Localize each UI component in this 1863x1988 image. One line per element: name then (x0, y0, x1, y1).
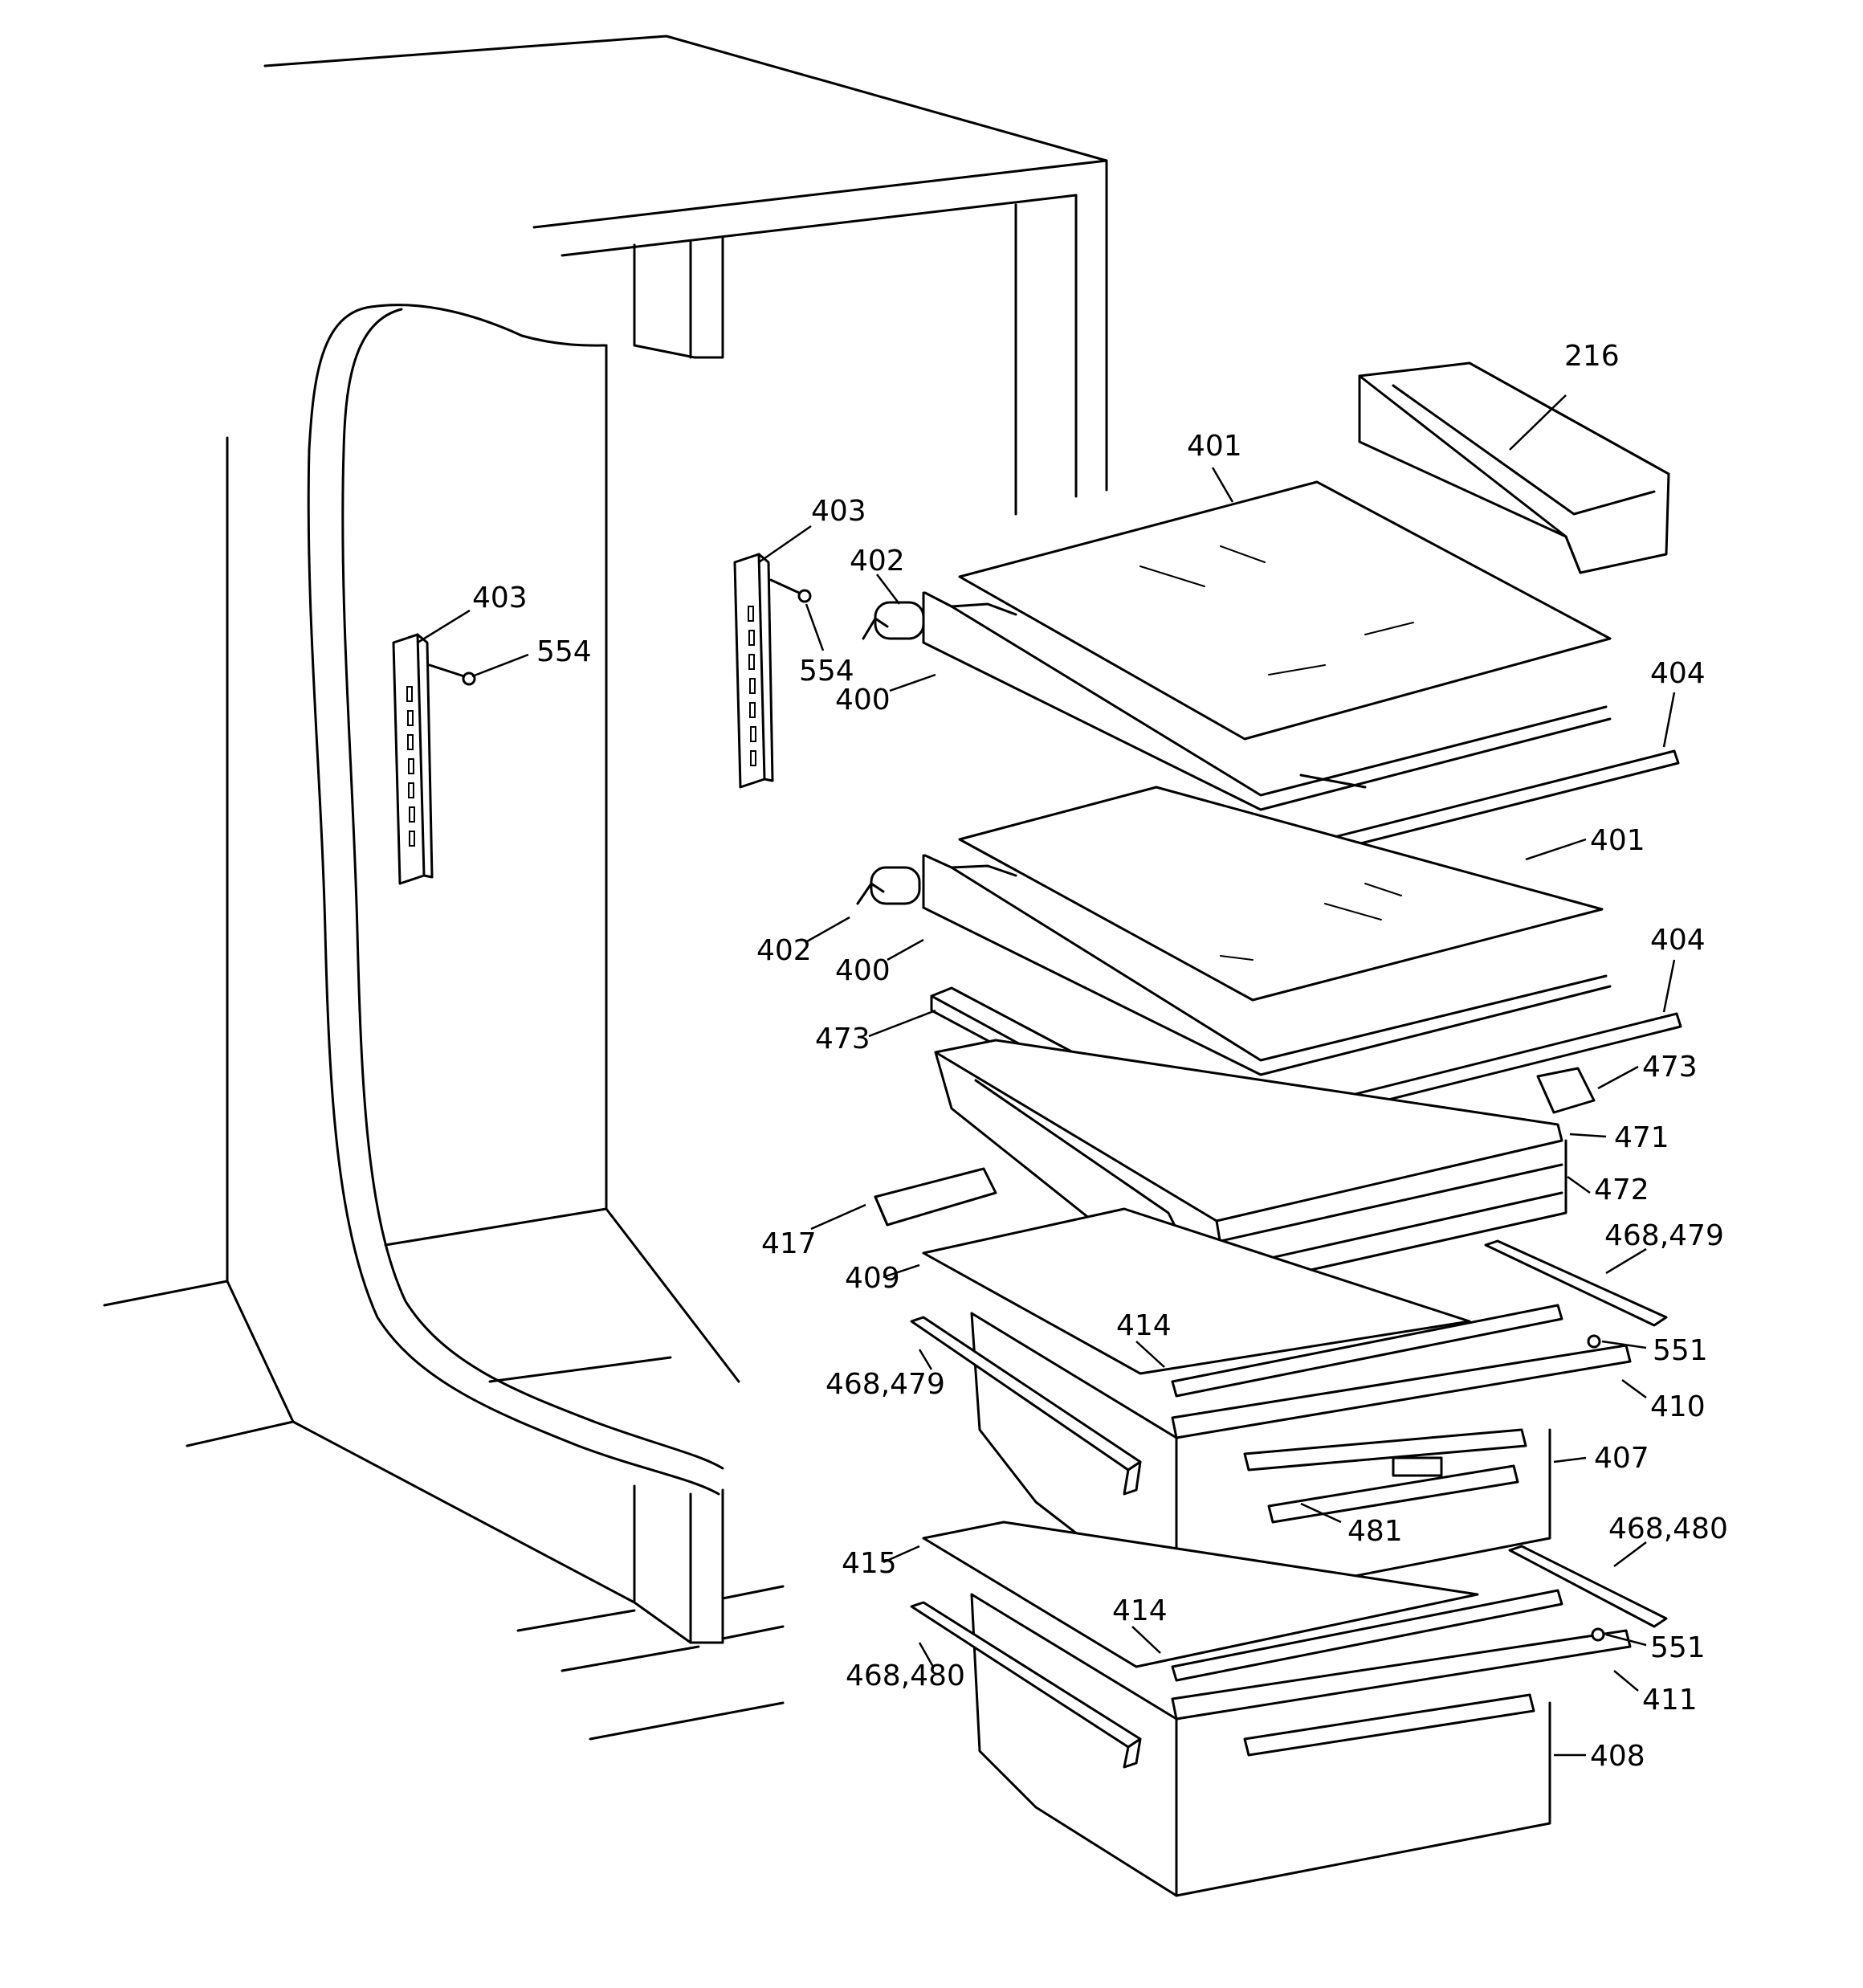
label-472: 472 (1594, 1174, 1649, 1206)
glass-shelf-upper (958, 480, 1612, 741)
crisper-cover-glass-409 (922, 1207, 1471, 1375)
label-551-lower: 551 (1650, 1631, 1706, 1664)
label-404-upper: 404 (1650, 657, 1706, 690)
shelf-bracket-lower (856, 866, 921, 905)
label-417: 417 (761, 1227, 817, 1260)
shelf-frame-lower (922, 854, 1612, 1076)
screw-551-upper (1587, 1334, 1601, 1349)
shelf-support-rail-left (392, 633, 434, 885)
door-bin-216 (1358, 361, 1670, 574)
label-554-left: 554 (536, 635, 592, 668)
label-400-lower: 400 (835, 954, 891, 987)
slide-rail-468-479-left (910, 1316, 1142, 1496)
label-473-left: 473 (815, 1023, 870, 1055)
label-554-right: 554 (799, 655, 854, 688)
label-407: 407 (1594, 1442, 1649, 1475)
label-471: 471 (1614, 1121, 1669, 1154)
label-415: 415 (842, 1547, 897, 1580)
label-400-upper: 400 (835, 684, 891, 716)
shelf-support-rail-right (733, 553, 774, 789)
shelf-frame-upper (922, 591, 1612, 811)
label-404-lower: 404 (1650, 924, 1706, 957)
crisper-cover-glass-415 (922, 1521, 1479, 1668)
leader-lines (417, 394, 1676, 1757)
label-403-right: 403 (811, 495, 866, 528)
slide-rail-468-479-right (1484, 1239, 1668, 1327)
slide-rail-468-480-right (1508, 1545, 1668, 1628)
part-number-labels: 216 401 403 402 403 554 554 400 404 401 … (472, 340, 1728, 1773)
label-468-480-right: 468,480 (1608, 1512, 1728, 1545)
screw-left (428, 663, 476, 686)
label-551-upper: 551 (1653, 1334, 1708, 1367)
label-410: 410 (1650, 1390, 1706, 1423)
label-468-480-left: 468,480 (846, 1659, 965, 1692)
label-402-lower: 402 (756, 934, 812, 967)
label-401-upper: 401 (1187, 430, 1242, 463)
label-409: 409 (845, 1262, 900, 1295)
shelf-bracket-upper (862, 601, 925, 640)
label-468-479-right: 468,479 (1604, 1219, 1724, 1252)
slide-417 (874, 1167, 997, 1227)
label-468-479-left: 468,479 (826, 1368, 945, 1401)
label-481: 481 (1347, 1515, 1403, 1548)
label-414-upper: 414 (1116, 1309, 1172, 1342)
label-411: 411 (1642, 1684, 1698, 1717)
screw-right (769, 578, 812, 603)
slide-rail-468-480-left (910, 1601, 1142, 1769)
label-473-right: 473 (1642, 1051, 1698, 1084)
refrigerator-cabinet (103, 35, 1108, 1741)
crisper-drawer-408 (970, 1589, 1632, 1897)
label-408: 408 (1590, 1740, 1645, 1773)
cover-slide-473-right (1536, 1067, 1596, 1114)
screw-551-lower (1591, 1627, 1605, 1642)
label-403-left: 403 (472, 582, 528, 614)
glass-shelf-lower (958, 786, 1604, 1002)
label-216: 216 (1564, 340, 1620, 373)
label-402-upper: 402 (850, 545, 905, 578)
label-414-lower: 414 (1112, 1594, 1168, 1627)
label-401-lower: 401 (1590, 824, 1645, 857)
crisper-drawer-407 (970, 1304, 1632, 1612)
